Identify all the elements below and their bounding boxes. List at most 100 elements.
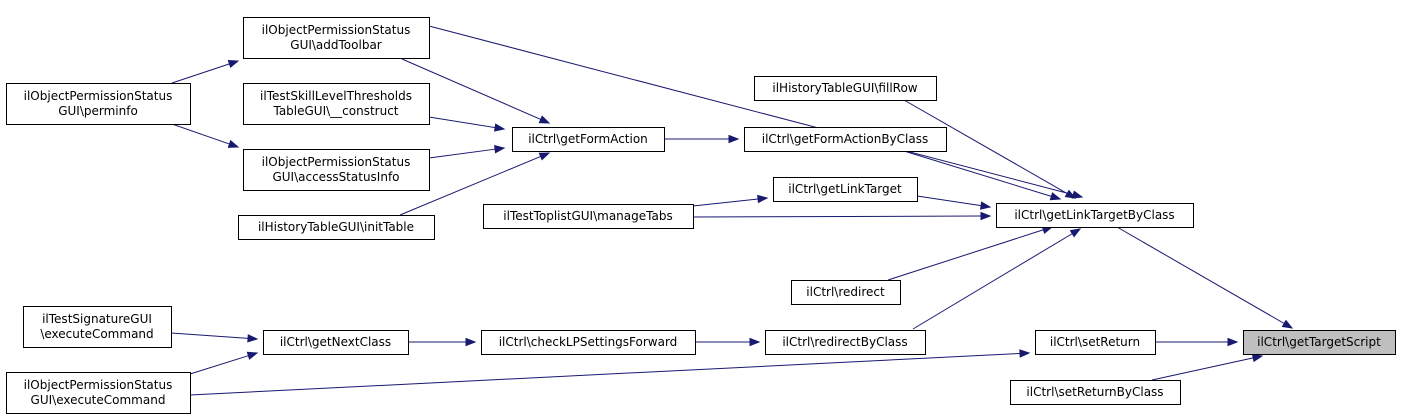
node-label: ilCtrl\setReturnByClass (1026, 385, 1163, 399)
node-label: ilHistoryTableGUI\initTable (258, 220, 414, 234)
arrowhead-icon (493, 123, 506, 132)
node-box (483, 204, 694, 229)
arrowhead-icon (1071, 190, 1084, 199)
edge-line (912, 233, 1073, 330)
edge-redirect-to-get-link-target-by-class (887, 225, 1054, 281)
arrowhead-icon (246, 351, 259, 360)
node-label: ilObjectPermissionStatus (24, 378, 173, 392)
node-signature-exec[interactable]: ilTestSignatureGUI\executeCommand (23, 306, 172, 348)
edge-line (692, 215, 982, 218)
node-label: GUI\executeCommand (31, 393, 166, 407)
node-get-target-script[interactable]: ilCtrl\getTargetScript (1243, 330, 1396, 355)
arrowhead-icon (1019, 349, 1031, 358)
edge-access-status-info-to-get-form-action (428, 145, 506, 159)
edge-add-toolbar-to-get-form-action (401, 58, 551, 124)
node-layer: ilObjectPermissionStatusGUI\addToolbaril… (6, 17, 1396, 414)
edge-perm-exec-to-get-next-class (189, 351, 259, 375)
arrowhead-icon (1064, 189, 1077, 199)
arrowhead-icon (227, 139, 240, 148)
node-redirect[interactable]: ilCtrl\redirect (791, 280, 901, 305)
arrowhead-icon (749, 337, 761, 347)
arrowhead-icon (979, 201, 992, 210)
node-box (773, 177, 918, 202)
arrowhead-icon (1069, 228, 1082, 238)
node-get-link-target-by-class[interactable]: ilCtrl\getLinkTargetByClass (996, 203, 1194, 228)
edge-manage-tabs-to-get-link-target (692, 194, 769, 207)
node-redirect-by-class[interactable]: ilCtrl\redirectByClass (765, 330, 926, 355)
edge-line (171, 123, 230, 145)
node-label: ilCtrl\getFormActionByClass (762, 132, 928, 146)
edge-line (401, 58, 541, 120)
node-get-form-action-by-class[interactable]: ilCtrl\getFormActionByClass (744, 127, 947, 152)
arrowhead-icon (465, 337, 477, 347)
node-box (6, 372, 191, 414)
node-label: GUI\addToolbar (290, 38, 382, 52)
node-perm-exec[interactable]: ilObjectPermissionStatusGUI\executeComma… (6, 372, 191, 414)
node-box (243, 17, 430, 59)
node-box (238, 215, 435, 240)
node-set-return-by-class[interactable]: ilCtrl\setReturnByClass (1010, 380, 1181, 405)
node-box (1243, 330, 1396, 355)
edge-line (428, 25, 1074, 196)
edge-line (887, 229, 1044, 281)
node-fill-row[interactable]: ilHistoryTableGUI\fillRow (754, 76, 937, 101)
edge-line (1151, 357, 1254, 381)
arrowhead-icon (980, 211, 992, 221)
arrowhead-icon (728, 134, 740, 144)
node-label: ilTestToplistGUI\manageTabs (503, 209, 672, 223)
node-get-next-class[interactable]: ilCtrl\getNextClass (263, 330, 409, 355)
node-get-form-action[interactable]: ilCtrl\getFormAction (512, 127, 665, 152)
node-box (754, 76, 937, 101)
node-label: ilTestSignatureGUI (42, 312, 152, 326)
node-access-status-info[interactable]: ilObjectPermissionStatusGUI\accessStatus… (243, 149, 430, 191)
edge-line (1116, 226, 1285, 324)
node-box (1035, 330, 1156, 355)
node-skill-construct[interactable]: ilTestSkillLevelThresholdsTableGUI\__con… (243, 83, 430, 125)
edge-line (189, 352, 1021, 396)
edge-line (903, 99, 1068, 194)
node-check-lp[interactable]: ilCtrl\checkLPSettingsForward (481, 330, 696, 355)
node-label: ilTestSkillLevelThresholds (260, 89, 412, 103)
edge-get-form-action-to-get-form-action-by-class (664, 134, 740, 144)
node-label: ilCtrl\getLinkTargetByClass (1014, 208, 1174, 222)
arrowhead-icon (247, 334, 259, 343)
node-label: ilCtrl\getFormAction (528, 132, 648, 146)
edge-perm-exec-to-set-return (189, 349, 1031, 396)
arrowhead-icon (757, 194, 769, 204)
edge-signature-exec-to-get-next-class (170, 332, 259, 343)
node-label: ilObjectPermissionStatus (262, 23, 411, 37)
edge-get-next-class-to-check-lp (408, 337, 477, 347)
edge-set-return-by-class-to-get-target-script (1151, 353, 1264, 381)
arrowhead-icon (227, 59, 240, 69)
edge-redirect-by-class-to-get-link-target-by-class (912, 228, 1082, 330)
arrowhead-icon (538, 152, 551, 161)
node-label: ilCtrl\setReturn (1050, 335, 1140, 349)
arrowhead-icon (1227, 337, 1239, 347)
node-box (243, 149, 430, 191)
edge-get-link-target-to-get-link-target-by-class (916, 195, 992, 210)
node-box (1010, 380, 1181, 405)
node-label: TableGUI\__construct (272, 104, 398, 118)
edge-line (428, 148, 496, 159)
edge-line (170, 332, 249, 339)
node-set-return[interactable]: ilCtrl\setReturn (1035, 330, 1156, 355)
edge-line (692, 198, 759, 207)
arrowhead-icon (1281, 319, 1294, 329)
arrowhead-icon (1251, 353, 1264, 363)
node-label: \executeCommand (40, 327, 153, 341)
node-label: GUI\accessStatusInfo (272, 170, 399, 184)
edge-get-form-action-by-class-to-get-link-target-by-class (903, 150, 1062, 201)
edge-skill-construct-to-get-form-action (428, 116, 506, 132)
node-get-link-target[interactable]: ilCtrl\getLinkTarget (773, 177, 918, 202)
edge-line (171, 63, 230, 84)
edge-perminfo-to-add-toolbar (171, 59, 240, 84)
node-label: ilCtrl\checkLPSettingsForward (499, 335, 678, 349)
node-init-table[interactable]: ilHistoryTableGUI\initTable (238, 215, 435, 240)
node-label: GUI\perminfo (58, 104, 138, 118)
edge-get-link-target-by-class-to-get-target-script (1116, 226, 1294, 329)
node-label: ilCtrl\getTargetScript (1257, 335, 1381, 349)
node-manage-tabs[interactable]: ilTestToplistGUI\manageTabs (483, 204, 694, 229)
